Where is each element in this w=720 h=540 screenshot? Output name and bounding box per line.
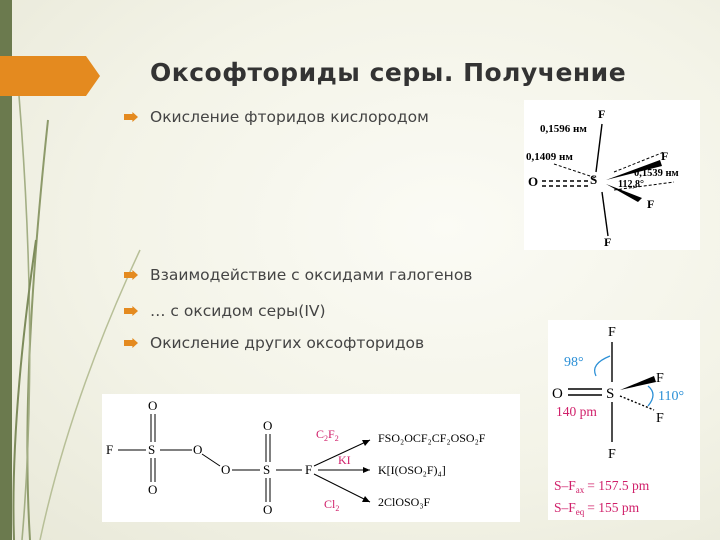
bond-length-eq: 0,1539 нм <box>634 168 679 179</box>
atom-o-bridge-1: O <box>193 442 202 457</box>
bullet-text: Взаимодействие с оксидами галогенов <box>150 266 473 284</box>
atom-f-top: F <box>608 325 616 340</box>
atom-o: O <box>528 174 538 189</box>
atom-f-right-top: F <box>656 371 664 386</box>
bond-length-ax: 0,1596 нм <box>540 123 587 135</box>
atom-o-bottom-left: O <box>148 482 157 497</box>
atom-s: S <box>590 172 597 187</box>
sof4-structure-drawing: F S O F F F 98° 110° 140 pm S–Fax= 157.5… <box>552 325 684 517</box>
atom-f-right-top: F <box>661 149 668 163</box>
atom-f-left: F <box>106 442 113 457</box>
sof4-structure-figure: F S O F F F 98° 110° 140 pm S–Fax= 157.5… <box>548 320 700 520</box>
bullet-item: … с оксидом серы(IV) <box>124 302 326 320</box>
atom-o-bridge-2: O <box>221 462 230 477</box>
product-1: FSO₂OCF₂CF₂OSO₂F <box>378 431 486 445</box>
product-3: 2ClOSO₃F <box>378 495 431 509</box>
slide-title: Оксофториды серы. Получение <box>150 58 627 87</box>
atom-s-right: S <box>263 462 270 477</box>
decorative-grass-stems <box>12 59 141 540</box>
bullet-item: Взаимодействие с оксидами галогенов <box>124 266 472 284</box>
arrow-bullet-icon <box>124 306 138 316</box>
so2f4-structure-drawing: F S O F F F 0,1596 нм 0,1409 нм 0,1539 н… <box>526 107 679 249</box>
sf-eq-length: S–Feq= 155 pm <box>554 500 640 517</box>
atom-f-bottom: F <box>604 235 611 249</box>
atom-o-top-left: O <box>148 398 157 413</box>
atom-f-top: F <box>598 107 605 121</box>
atom-f-right-bottom: F <box>656 411 664 426</box>
reagent-c2f2: C2F2 <box>316 427 339 443</box>
bullet-text: Окисление других оксофторидов <box>150 334 425 352</box>
reaction-scheme-figure: F S O O O O S O O F C2F2 KI Cl2 FSO₂OCF₂… <box>102 394 520 522</box>
product-2: K[I(OSO₂F)₄] <box>378 463 446 477</box>
atom-f-bottom: F <box>608 447 616 462</box>
arrow-bullet-icon <box>124 338 138 348</box>
arrow-bullet-icon <box>124 270 138 280</box>
bond-length-so: 0,1409 нм <box>526 151 573 163</box>
atom-o-bottom-right: O <box>263 502 272 517</box>
atom-o: O <box>552 386 563 402</box>
bond-angle: 112,8° <box>618 179 644 190</box>
bullet-item: Окисление фторидов кислородом <box>124 108 429 126</box>
atom-s: S <box>606 386 614 402</box>
bullet-text: … с оксидом серы(IV) <box>150 302 326 320</box>
reagent-ki: KI <box>338 453 351 467</box>
reaction-scheme-drawing: F S O O O O S O O F C2F2 KI Cl2 FSO₂OCF₂… <box>106 398 486 517</box>
angle-98-label: 98° <box>564 355 584 370</box>
bullet-text: Окисление фторидов кислородом <box>150 108 429 126</box>
bullet-item: Окисление других оксофторидов <box>124 334 424 352</box>
title-accent-tab <box>0 56 100 96</box>
sf-ax-length: S–Fax= 157.5 pm <box>554 478 650 495</box>
atom-f-right: F <box>305 462 312 477</box>
arrow-bullet-icon <box>124 112 138 122</box>
so-bond-length: 140 pm <box>556 404 597 419</box>
atom-o-top-right: O <box>263 418 272 433</box>
left-accent-bar <box>0 0 12 540</box>
angle-110-label: 110° <box>658 389 684 404</box>
atom-s-left: S <box>148 442 155 457</box>
atom-f-right-bottom: F <box>647 197 654 211</box>
reagent-cl2: Cl2 <box>324 497 339 513</box>
so2f4-structure-figure: F S O F F F 0,1596 нм 0,1409 нм 0,1539 н… <box>524 100 700 250</box>
